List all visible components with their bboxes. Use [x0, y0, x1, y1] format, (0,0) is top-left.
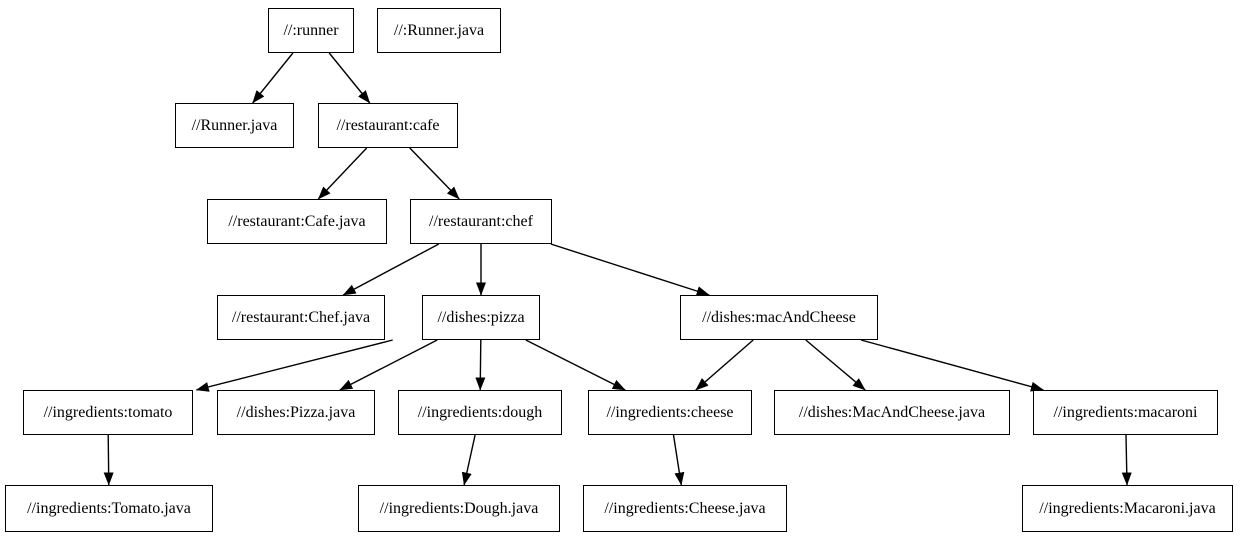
- graph-node-runner-java: //Runner.java: [175, 103, 294, 148]
- graph-node-cheese-java: //ingredients:Cheese.java: [583, 485, 787, 532]
- graph-node-cheese: //ingredients:cheese: [588, 390, 752, 435]
- graph-node-macaroni-java: //ingredients:Macaroni.java: [1022, 485, 1233, 532]
- graph-node-label: //dishes:MacAndCheese.java: [798, 403, 986, 421]
- graph-node-pizza: //dishes:pizza: [422, 295, 540, 340]
- graph-node-label: //dishes:pizza: [437, 308, 525, 326]
- graph-node-tomato-java: //ingredients:Tomato.java: [5, 485, 213, 532]
- graph-node-label: //ingredients:dough: [417, 403, 543, 421]
- graph-node-tomato: //ingredients:tomato: [23, 390, 193, 435]
- graph-node-runner-java-root: //:Runner.java: [377, 8, 501, 53]
- graph-node-label: //:Runner.java: [393, 21, 485, 39]
- graph-node-label: //ingredients:tomato: [43, 403, 173, 421]
- graph-node-label: //restaurant:chef: [429, 212, 533, 230]
- graph-node-label: //ingredients:Dough.java: [379, 499, 539, 517]
- graph-node-label: //restaurant:cafe: [336, 116, 440, 134]
- graph-node-dough: //ingredients:dough: [398, 390, 562, 435]
- graph-node-label: //restaurant:Chef.java: [231, 308, 371, 326]
- graph-node-runner: //:runner: [268, 8, 354, 53]
- graph-node-label: //:runner: [283, 21, 339, 39]
- graph-node-label: //ingredients:macaroni: [1053, 403, 1198, 421]
- graph-node-cafe: //restaurant:cafe: [318, 103, 458, 148]
- graph-node-label: //restaurant:Cafe.java: [228, 212, 366, 230]
- graph-node-cafe-java: //restaurant:Cafe.java: [207, 199, 387, 244]
- graph-node-pizza-java: //dishes:Pizza.java: [217, 390, 375, 435]
- graph-node-macaroni: //ingredients:macaroni: [1033, 390, 1218, 435]
- graph-node-label: //ingredients:Macaroni.java: [1039, 499, 1216, 517]
- graph-node-mac-and-cheese-java: //dishes:MacAndCheese.java: [774, 390, 1010, 435]
- graph-node-label: //dishes:Pizza.java: [236, 403, 356, 421]
- graph-node-label: //ingredients:cheese: [606, 403, 734, 421]
- graph-node-mac-and-cheese: //dishes:macAndCheese: [680, 295, 878, 340]
- graph-node-label: //dishes:macAndCheese: [702, 308, 856, 326]
- graph-node-label: //ingredients:Cheese.java: [604, 499, 766, 517]
- graph-node-label: //Runner.java: [191, 116, 278, 134]
- graph-node-dough-java: //ingredients:Dough.java: [358, 485, 560, 532]
- graph-node-label: //ingredients:Tomato.java: [27, 499, 191, 517]
- graph-node-chef: //restaurant:chef: [410, 199, 552, 244]
- graph-node-chef-java: //restaurant:Chef.java: [217, 295, 385, 340]
